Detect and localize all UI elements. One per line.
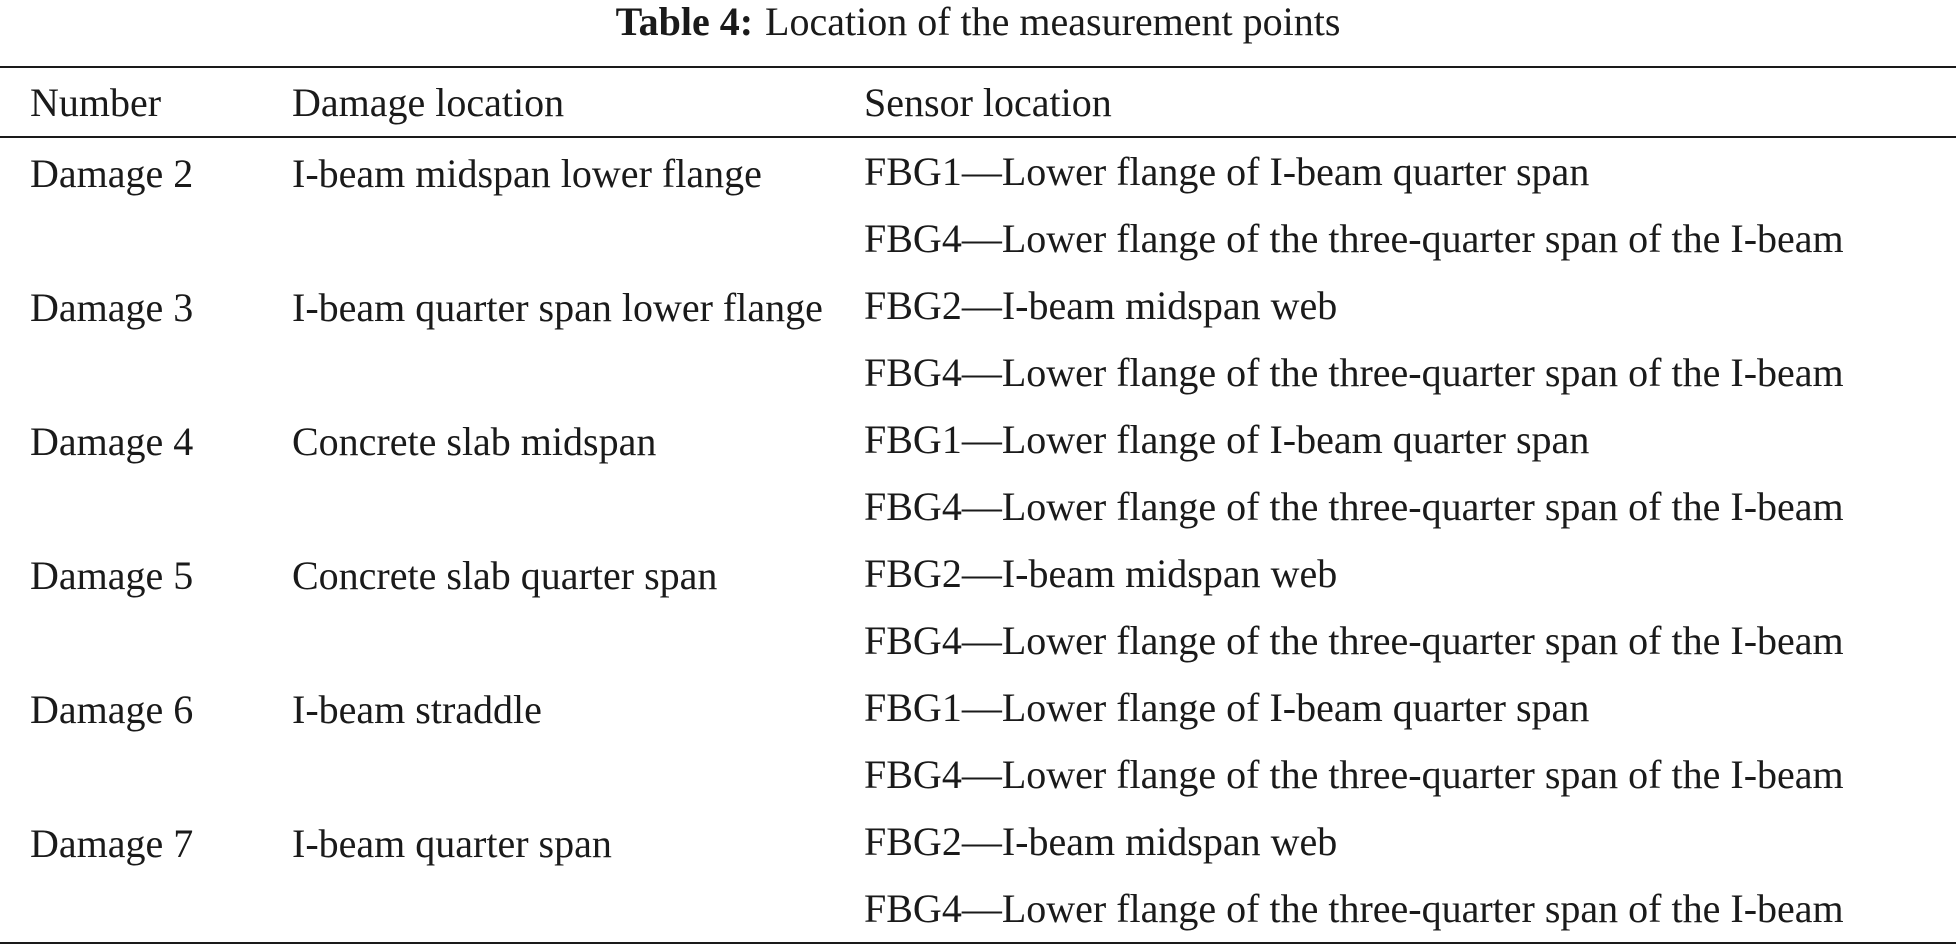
- header-number: Number: [30, 79, 162, 125]
- table-row: FBG4—Lower flange of the three-quarter s…: [0, 205, 1956, 272]
- sensor-location-cell: FBG2—I-beam midspan web: [864, 819, 1338, 864]
- header-row: Number Damage location Sensor location: [0, 67, 1956, 137]
- table-body: Damage 2 I-beam midspan lower flange FBG…: [0, 137, 1956, 943]
- sensor-location-cell: FBG4—Lower flange of the three-quarter s…: [864, 350, 1844, 395]
- table-row: Damage 5 Concrete slab quarter span FBG2…: [0, 540, 1956, 607]
- sensor-location-cell: FBG4—Lower flange of the three-quarter s…: [864, 216, 1844, 261]
- table-row: Damage 3 I-beam quarter span lower flang…: [0, 272, 1956, 339]
- damage-location-cell: Concrete slab quarter span: [292, 553, 718, 598]
- header-sensor-location: Sensor location: [864, 79, 1112, 125]
- damage-location-cell: I-beam midspan lower flange: [292, 151, 762, 196]
- table-header: Number Damage location Sensor location: [0, 67, 1956, 137]
- sensor-location-cell: FBG2—I-beam midspan web: [864, 551, 1338, 596]
- damage-number-cell: Damage 5: [30, 553, 194, 598]
- damage-location-cell: I-beam quarter span: [292, 821, 612, 866]
- table-row: Damage 4 Concrete slab midspan FBG1—Lowe…: [0, 406, 1956, 473]
- table-row: FBG4—Lower flange of the three-quarter s…: [0, 607, 1956, 674]
- sensor-location-cell: FBG1—Lower flange of I-beam quarter span: [864, 417, 1590, 462]
- sensor-location-cell: FBG2—I-beam midspan web: [864, 283, 1338, 328]
- measurement-points-table: Number Damage location Sensor location D…: [0, 66, 1956, 944]
- damage-location-cell: I-beam straddle: [292, 687, 542, 732]
- sensor-location-cell: FBG4—Lower flange of the three-quarter s…: [864, 484, 1844, 529]
- table-row: FBG4—Lower flange of the three-quarter s…: [0, 339, 1956, 406]
- sensor-location-cell: FBG1—Lower flange of I-beam quarter span: [864, 685, 1590, 730]
- damage-number-cell: Damage 2: [30, 151, 194, 196]
- header-damage-location: Damage location: [292, 79, 565, 125]
- sensor-location-cell: FBG4—Lower flange of the three-quarter s…: [864, 752, 1844, 797]
- table-row: Damage 7 I-beam quarter span FBG2—I-beam…: [0, 808, 1956, 875]
- damage-number-cell: Damage 3: [30, 285, 194, 330]
- table-caption: Table 4:Location of the measurement poin…: [0, 0, 1956, 44]
- table-row: FBG4—Lower flange of the three-quarter s…: [0, 875, 1956, 943]
- table-row: Damage 6 I-beam straddle FBG1—Lower flan…: [0, 674, 1956, 741]
- sensor-location-cell: FBG4—Lower flange of the three-quarter s…: [864, 886, 1844, 931]
- table-row: FBG4—Lower flange of the three-quarter s…: [0, 741, 1956, 808]
- table-caption-title: Location of the measurement points: [765, 0, 1341, 44]
- sensor-location-cell: FBG4—Lower flange of the three-quarter s…: [864, 618, 1844, 663]
- damage-number-cell: Damage 7: [30, 821, 194, 866]
- damage-number-cell: Damage 4: [30, 419, 194, 464]
- sensor-location-cell: FBG1—Lower flange of I-beam quarter span: [864, 149, 1590, 194]
- table-row: Damage 2 I-beam midspan lower flange FBG…: [0, 137, 1956, 205]
- table-row: FBG4—Lower flange of the three-quarter s…: [0, 473, 1956, 540]
- damage-number-cell: Damage 6: [30, 687, 194, 732]
- table-caption-label: Table 4:: [615, 0, 754, 44]
- damage-location-cell: Concrete slab midspan: [292, 419, 657, 464]
- damage-location-cell: I-beam quarter span lower flange: [292, 285, 823, 330]
